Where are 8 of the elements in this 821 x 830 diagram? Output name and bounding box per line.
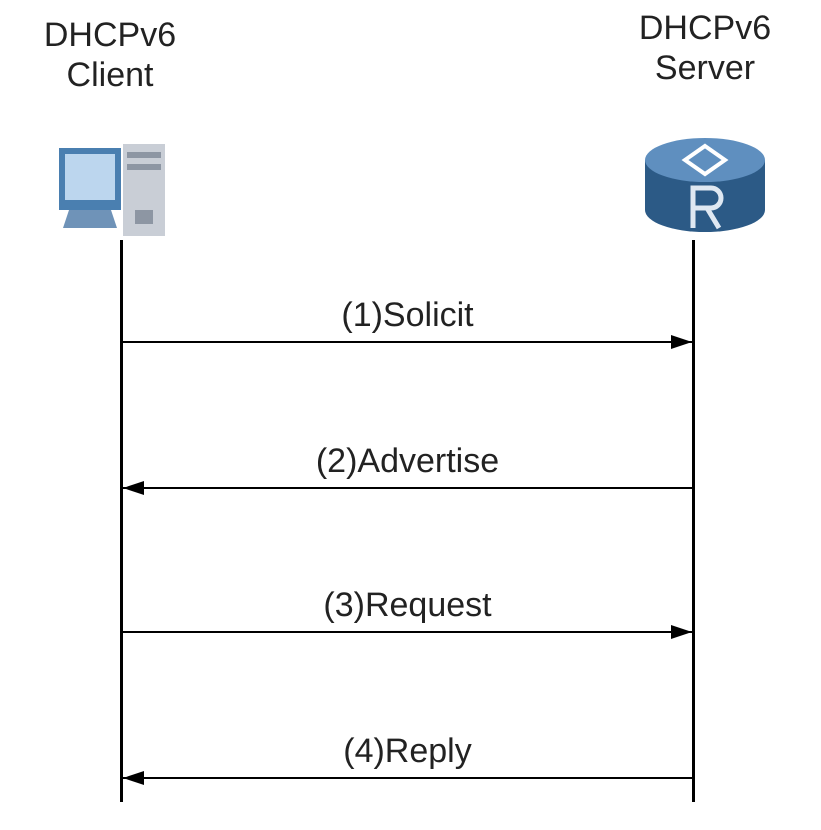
lifeline [692,240,695,802]
lifeline [120,240,123,802]
arrow [123,481,692,495]
arrow [123,771,692,785]
node-label: DHCPv6 Server [638,8,772,88]
node-label: DHCPv6 Client [42,15,178,95]
arrow [123,625,692,639]
arrow [123,335,692,349]
